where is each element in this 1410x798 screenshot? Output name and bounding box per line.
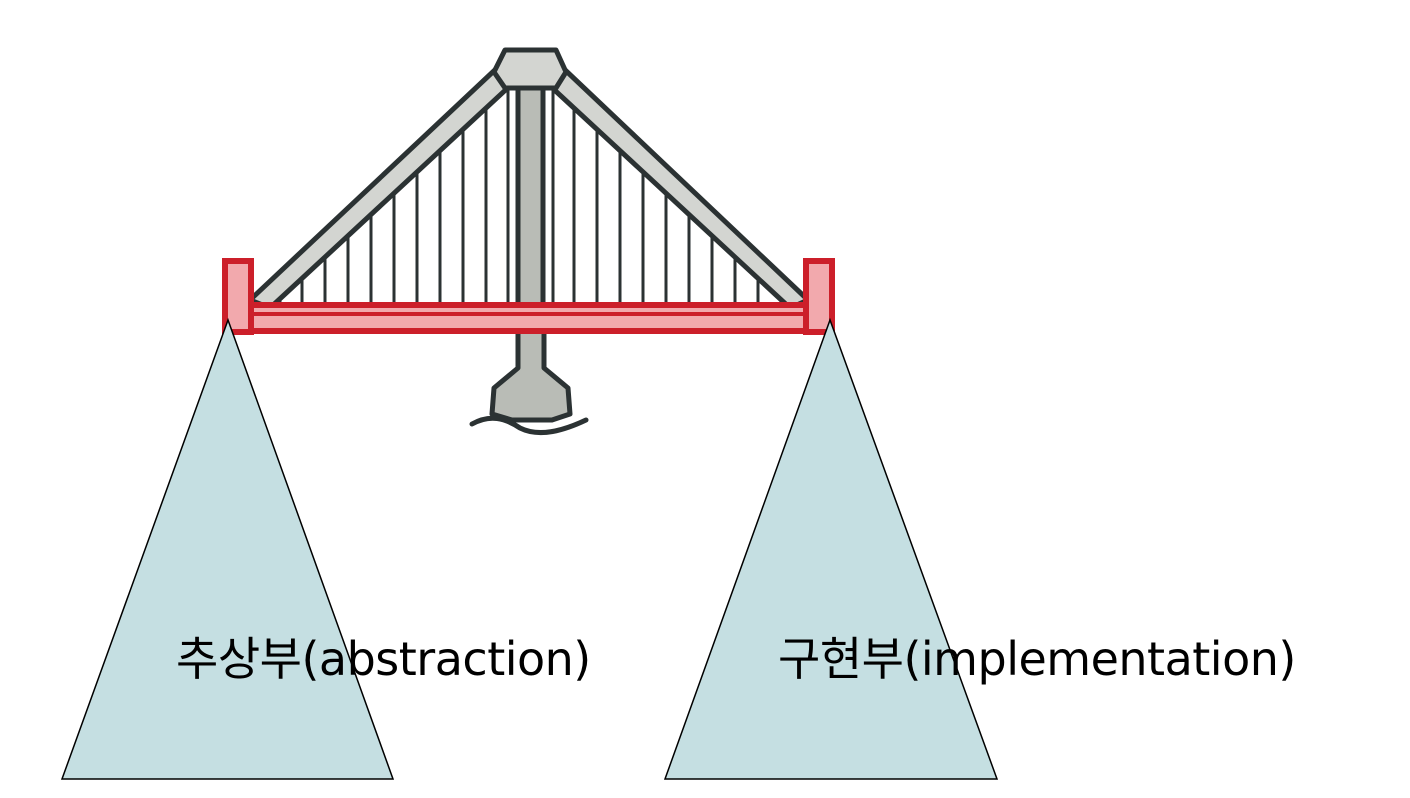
implementation-label: 구현부(implementation): [778, 632, 1296, 686]
bridge-pier: [469, 327, 589, 436]
bridge-right-post: [803, 258, 835, 335]
abstraction-label: 추상부(abstraction): [176, 632, 591, 686]
bridge-tower: [515, 79, 546, 335]
bridge-right-cable: [545, 65, 811, 311]
bridge-left-cable: [247, 65, 515, 311]
bridge-hangers: [278, 80, 783, 305]
bridge-left-post: [222, 258, 254, 335]
bridge-tower-cap: [491, 47, 569, 91]
implementation-hierarchy-triangle: [663, 317, 999, 780]
bridge-deck: [237, 302, 821, 334]
bridge-icon: [222, 47, 835, 436]
abstraction-hierarchy-triangle: [60, 317, 395, 780]
